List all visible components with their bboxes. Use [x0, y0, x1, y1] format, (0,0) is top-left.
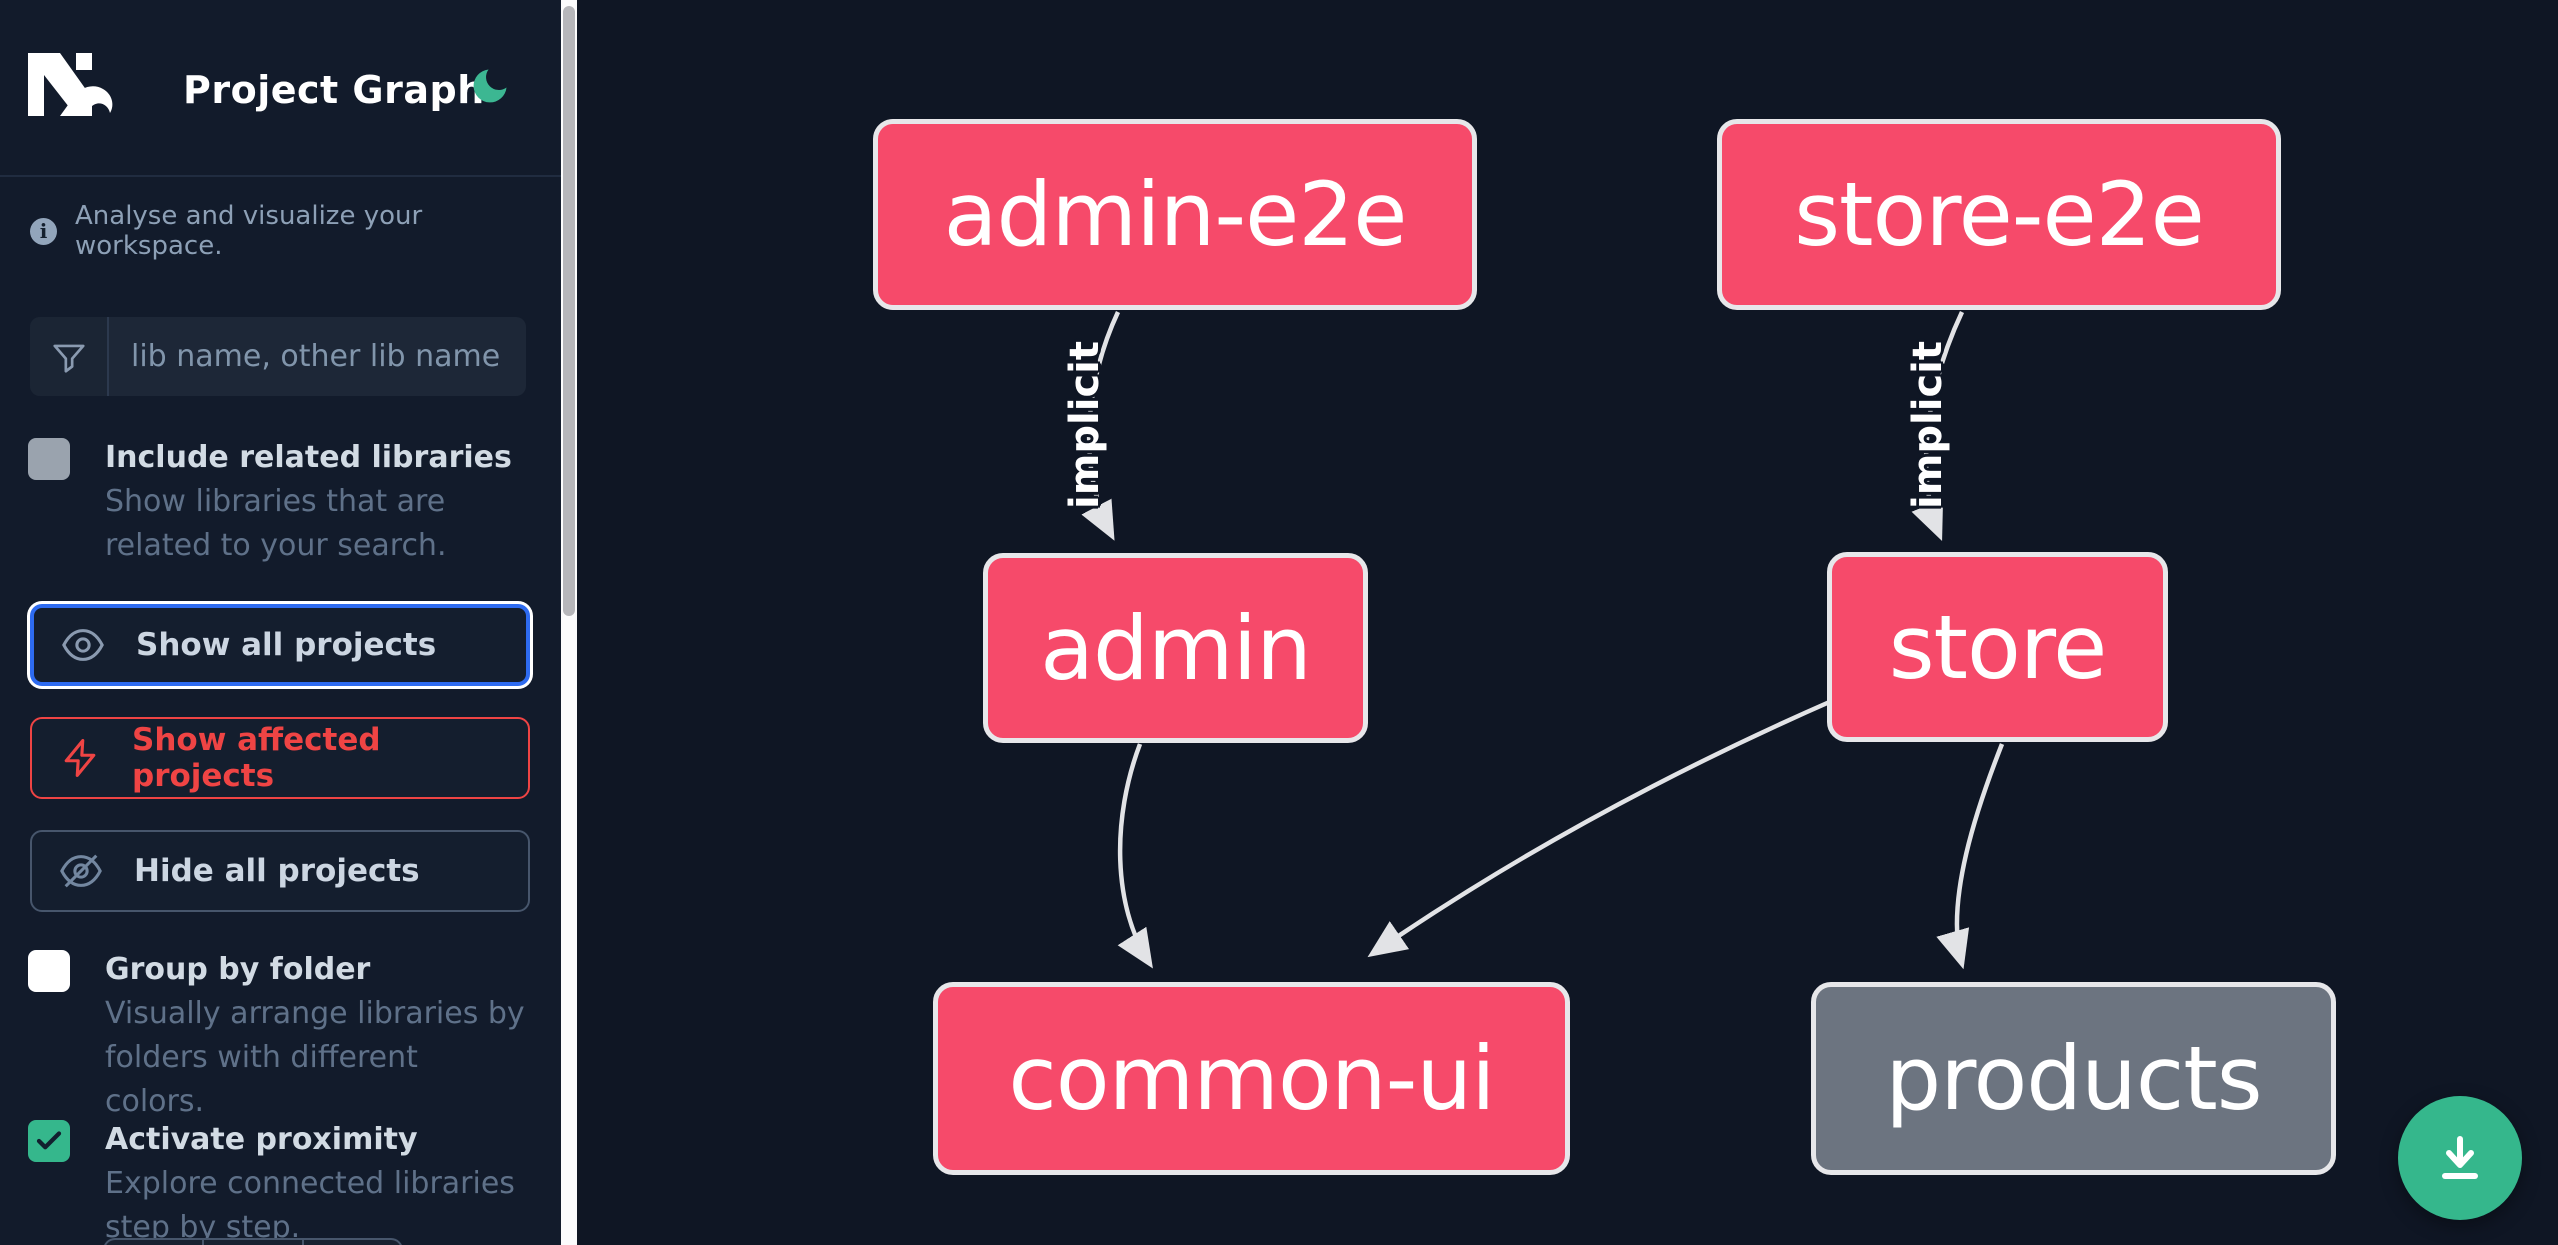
- download-graph-button[interactable]: [2398, 1096, 2522, 1220]
- show-all-projects-button[interactable]: Show all projects: [30, 604, 530, 686]
- node-label: admin-e2e: [943, 163, 1408, 266]
- hide-all-projects-label: Hide all projects: [134, 853, 420, 889]
- node-common-ui[interactable]: common-ui: [933, 982, 1570, 1175]
- activate-proximity-label[interactable]: Activate proximity: [105, 1122, 418, 1157]
- edge-store-products: [1936, 743, 2005, 970]
- bolt-icon: [64, 739, 96, 777]
- node-store[interactable]: store: [1827, 552, 2168, 742]
- edge-admin-common-ui: [1117, 743, 1153, 969]
- node-label: admin: [1040, 596, 1312, 700]
- check-icon: [36, 1131, 62, 1150]
- node-label: products: [1885, 1027, 2262, 1130]
- edge-admin-e2e-admin: [1081, 311, 1121, 541]
- group-by-folder-toggle: Group by folder Visually arrange librari…: [28, 948, 533, 1124]
- stepper-segment[interactable]: [105, 1240, 205, 1245]
- node-admin-e2e[interactable]: admin-e2e: [873, 119, 1477, 310]
- include-related-toggle: Include related libraries Show libraries…: [28, 436, 533, 568]
- graph-canvas[interactable]: admin-e2e store-e2e admin store common-u…: [577, 0, 2558, 1245]
- edge-label-implicit: implicit: [1905, 341, 1951, 509]
- info-icon: i: [30, 217, 57, 245]
- show-affected-projects-button[interactable]: Show affected projects: [30, 717, 530, 799]
- sidebar: Project Graph i Analyse and visualize yo…: [0, 0, 561, 1245]
- activate-proximity-toggle: Activate proximity Explore connected lib…: [28, 1118, 533, 1245]
- node-label: store: [1888, 595, 2108, 699]
- group-by-folder-checkbox[interactable]: [28, 950, 70, 992]
- node-store-e2e[interactable]: store-e2e: [1717, 119, 2281, 310]
- sidebar-scrollbar-thumb[interactable]: [563, 6, 575, 616]
- show-affected-projects-label: Show affected projects: [132, 722, 381, 794]
- node-admin[interactable]: admin: [983, 553, 1368, 743]
- group-by-folder-description: Visually arrange libraries by folders wi…: [105, 996, 525, 1119]
- search-input[interactable]: [109, 317, 526, 396]
- include-related-description: Show libraries that are related to your …: [105, 484, 447, 563]
- edge-label-implicit: implicit: [1062, 341, 1108, 509]
- sidebar-scrollbar-track[interactable]: [561, 0, 577, 1245]
- include-related-checkbox[interactable]: [28, 438, 70, 480]
- download-icon: [2442, 1136, 2478, 1179]
- eye-slash-icon: [60, 854, 102, 888]
- activate-proximity-description: Explore connected libraries step by step…: [105, 1166, 515, 1245]
- show-all-projects-label: Show all projects: [136, 627, 437, 663]
- tagline-row: i Analyse and visualize your workspace.: [30, 201, 561, 261]
- node-label: common-ui: [1008, 1027, 1495, 1130]
- edge-store-common-ui: [1367, 697, 1835, 958]
- sidebar-header: Project Graph: [0, 0, 561, 177]
- include-related-label[interactable]: Include related libraries: [105, 440, 512, 475]
- hide-all-projects-button[interactable]: Hide all projects: [30, 830, 530, 912]
- page-title: Project Graph: [183, 68, 485, 112]
- node-label: store-e2e: [1794, 163, 2205, 266]
- filter-funnel-icon: [30, 317, 109, 396]
- group-by-folder-label[interactable]: Group by folder: [105, 952, 371, 987]
- eye-icon: [62, 629, 104, 661]
- edge-store-e2e-store: [1911, 311, 1965, 542]
- tagline-text: Analyse and visualize your workspace.: [75, 201, 423, 261]
- search-box: [30, 317, 526, 396]
- stepper-segment[interactable]: [304, 1240, 401, 1245]
- activate-proximity-checkbox[interactable]: [28, 1120, 70, 1162]
- theme-toggle-moon-icon[interactable]: [468, 64, 512, 108]
- nx-logo: [28, 50, 124, 116]
- proximity-depth-stepper[interactable]: [103, 1238, 403, 1245]
- node-products[interactable]: products: [1811, 982, 2336, 1175]
- stepper-segment[interactable]: [204, 1240, 304, 1245]
